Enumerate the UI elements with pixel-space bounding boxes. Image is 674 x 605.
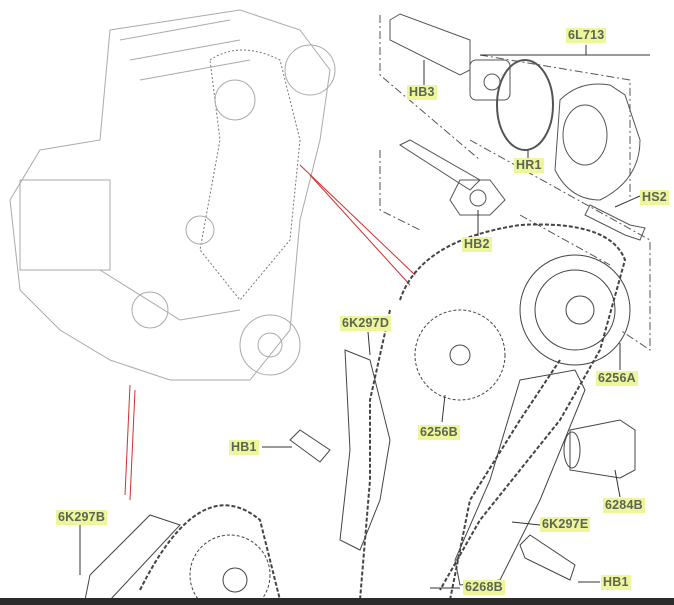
pin-hb1-right xyxy=(519,534,576,581)
label-6k297e: 6K297E xyxy=(540,517,591,532)
assembly-boxes xyxy=(379,15,651,351)
bolt-hb2 xyxy=(398,139,506,216)
label-hs2: HS2 xyxy=(640,190,669,205)
label-bottom-cut: 6268B xyxy=(463,580,505,595)
engine-overview xyxy=(9,9,336,381)
label-6k297d: 6K297D xyxy=(340,316,392,331)
chain-guides xyxy=(84,349,586,601)
tensioner-6284b xyxy=(563,419,636,479)
timing-chain xyxy=(139,223,627,601)
label-hb1-left: HB1 xyxy=(229,440,259,455)
label-6284b: 6284B xyxy=(603,498,645,513)
label-hb1-right: HB1 xyxy=(601,575,631,590)
label-hb3: HB3 xyxy=(407,85,437,100)
pin-hb1-left xyxy=(289,429,331,463)
label-6256b: 6256B xyxy=(418,425,460,440)
sprockets xyxy=(189,254,631,605)
bottom-bar xyxy=(0,598,674,605)
red-leader-lines xyxy=(124,164,416,501)
label-6k297b: 6K297B xyxy=(56,510,108,525)
leader-lines xyxy=(79,45,650,589)
label-hb2: HB2 xyxy=(462,237,492,252)
label-hr1: HR1 xyxy=(514,158,544,173)
label-6l713: 6L713 xyxy=(566,28,607,43)
bolt-hs2 xyxy=(584,204,646,241)
label-6256a: 6256A xyxy=(596,371,638,386)
cover-6l713 xyxy=(554,83,641,201)
seal-ring-hr1 xyxy=(496,59,554,151)
